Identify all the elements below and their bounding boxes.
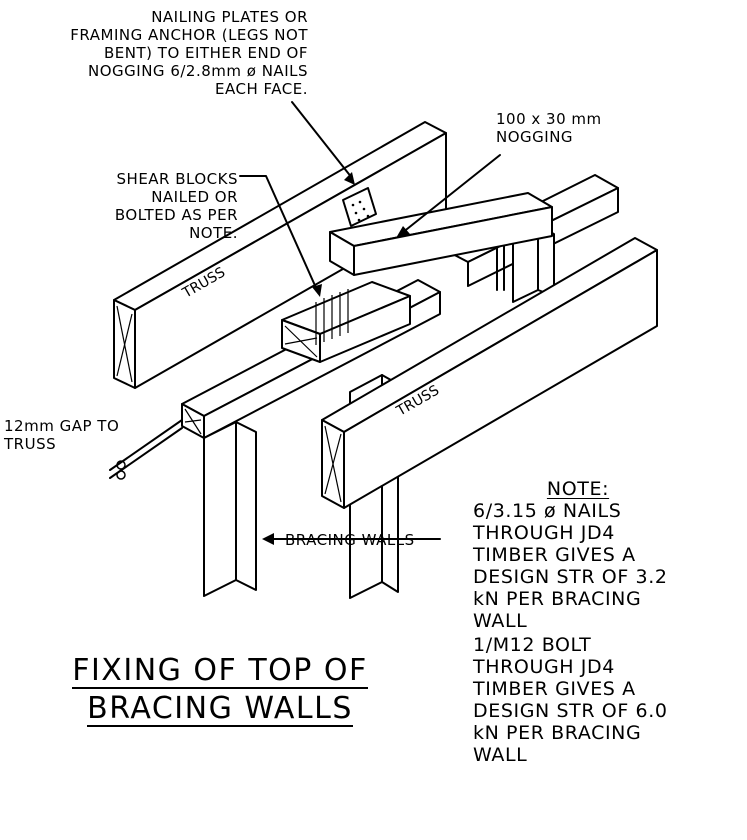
shear-blocks-label: SHEAR BLOCKS NAILED OR BOLTED AS PER NOT… bbox=[114, 170, 238, 242]
nogging bbox=[329, 192, 553, 276]
shear-block bbox=[281, 281, 411, 363]
nailing-plates-label: NAILING PLATES OR FRAMING ANCHOR (LEGS N… bbox=[70, 8, 308, 98]
note-bolt-text: 1/M12 BOLT THROUGH JD4 TIMBER GIVES A DE… bbox=[473, 634, 668, 766]
nogging-label: 100 x 30 mm NOGGING bbox=[496, 110, 602, 146]
gap-label: 12mm GAP TO TRUSS bbox=[4, 417, 120, 453]
front-bracing-wall bbox=[203, 421, 257, 597]
drawing-title: FIXING OF TOP OF BRACING WALLS bbox=[72, 653, 368, 727]
note-nail-text: 6/3.15 ø NAILS THROUGH JD4 TIMBER GIVES … bbox=[473, 500, 668, 632]
nailing-plate bbox=[342, 187, 377, 227]
note-block: NOTE: 6/3.15 ø NAILS THROUGH JD4 TIMBER … bbox=[473, 478, 743, 766]
leader-lines bbox=[239, 101, 501, 545]
note-heading: NOTE: bbox=[546, 478, 610, 500]
gap-rod bbox=[109, 419, 183, 480]
bracing-walls-label: BRACING WALLS bbox=[285, 531, 415, 549]
right-truss bbox=[321, 237, 658, 509]
